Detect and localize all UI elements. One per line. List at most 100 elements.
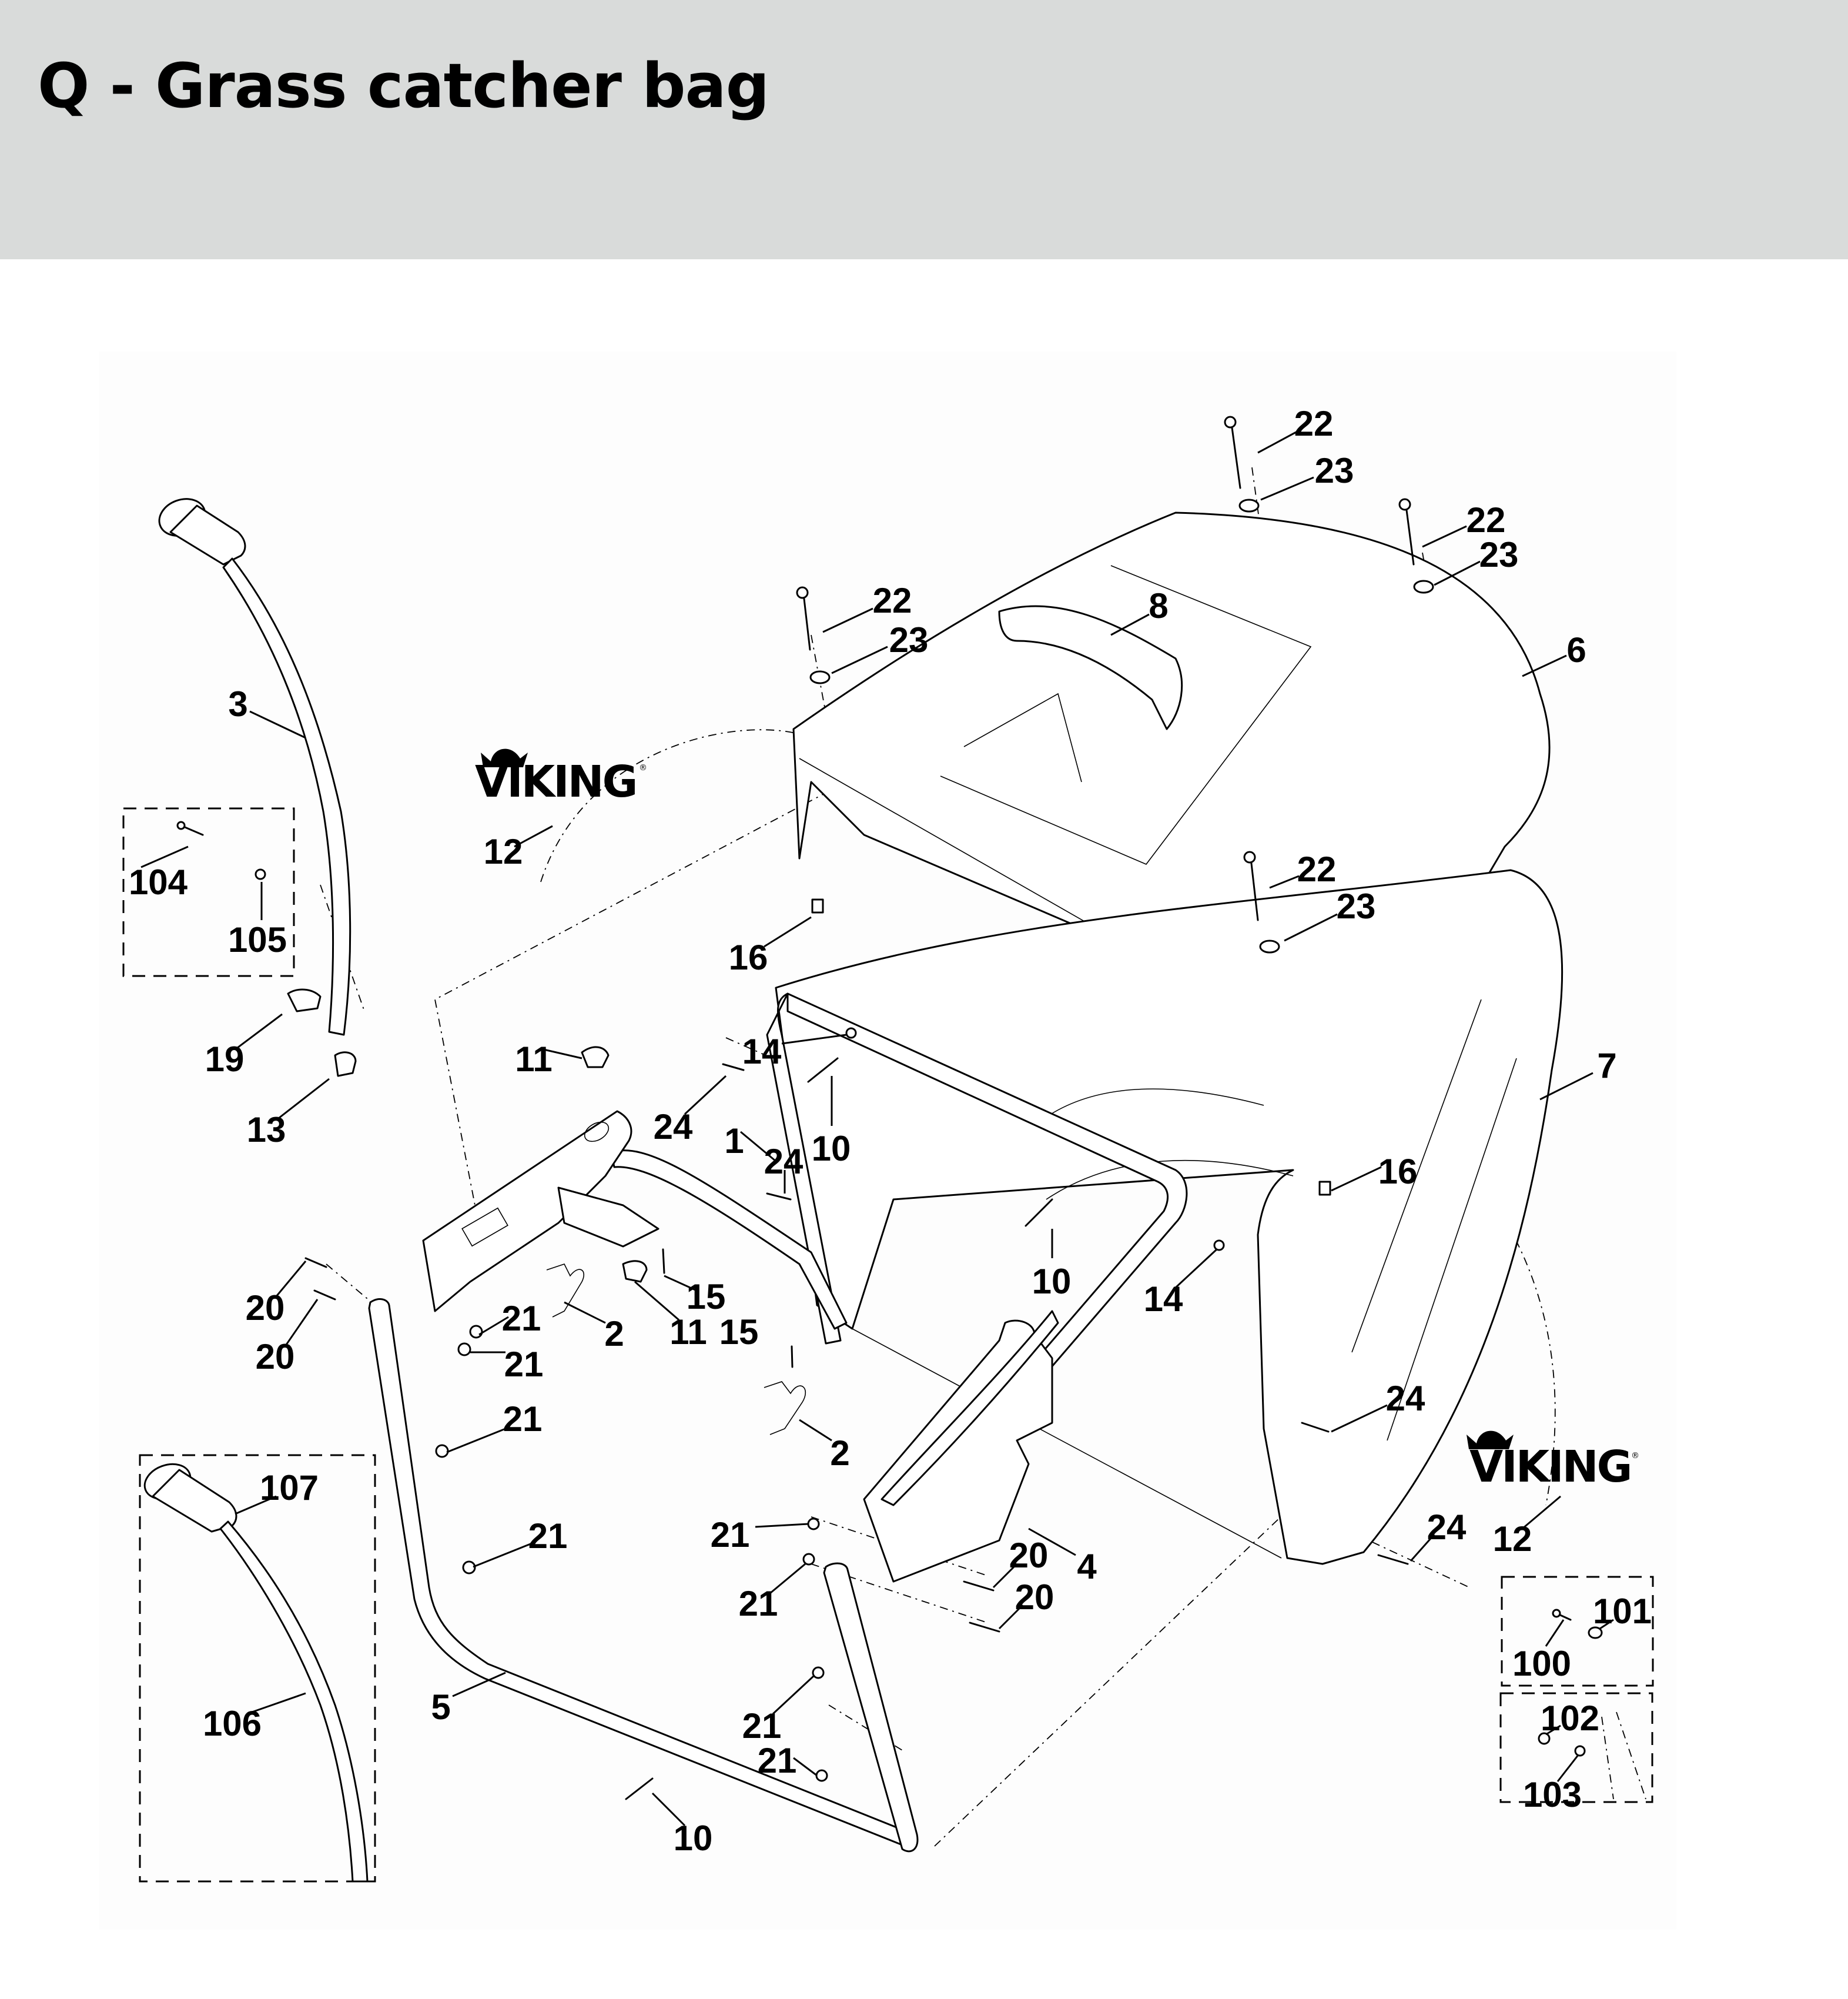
part-5-lower-frame: [368, 1298, 919, 1853]
leader-line: [1331, 1404, 1388, 1433]
leader-line: [992, 1563, 1018, 1589]
part-13-cap: [334, 1051, 357, 1077]
part-2-spring-right: [764, 1381, 806, 1435]
part-3-handle: [158, 498, 351, 1036]
part-106-107-handle-kit: [143, 1463, 369, 1883]
callout-24: 24: [1386, 1379, 1425, 1418]
leader-line: [564, 1301, 606, 1324]
callout-10: 10: [674, 1819, 713, 1858]
viking-logo-lower: VIKING ®: [1467, 1430, 1639, 1492]
page-title: Q - Grass catcher bag: [38, 50, 769, 122]
callout-23: 23: [889, 620, 929, 660]
leader-line: [543, 1048, 582, 1059]
leader-line: [740, 1131, 776, 1162]
callout-15: 15: [719, 1312, 759, 1352]
viking-logo-upper: VIKING ®: [475, 748, 647, 807]
callout-20: 20: [256, 1337, 295, 1376]
leader-line: [452, 1672, 506, 1697]
leader-line: [1422, 525, 1467, 548]
small-hardware: [287, 988, 806, 1435]
callout-4: 4: [1077, 1547, 1097, 1586]
registered-mark: ®: [1631, 1451, 1639, 1460]
callout-11: 11: [669, 1312, 707, 1352]
leader-line: [284, 1299, 319, 1347]
callout-2: 2: [830, 1433, 849, 1473]
callout-21: 21: [503, 1399, 543, 1439]
viking-helmet-icon: [1467, 1430, 1514, 1449]
callout-19: 19: [205, 1039, 245, 1079]
leader-line: [1434, 560, 1481, 586]
leader-line: [1260, 476, 1314, 501]
kit-box-104-105: [122, 807, 295, 977]
leader-line: [1522, 654, 1567, 677]
leader-line: [246, 1692, 306, 1715]
callout-103: 103: [1523, 1775, 1582, 1814]
callout-21: 21: [739, 1584, 778, 1623]
leader-line: [764, 916, 812, 948]
leader-lines: [140, 431, 1614, 1827]
callout-21: 21: [742, 1706, 782, 1746]
callout-13: 13: [247, 1110, 286, 1149]
leader-line: [793, 1757, 818, 1777]
callout-105: 105: [228, 920, 287, 960]
leader-line: [1539, 1072, 1593, 1101]
leader-line: [140, 845, 189, 868]
callout-7: 7: [1597, 1046, 1616, 1085]
callout-107: 107: [260, 1468, 319, 1507]
part-11-clip-lower: [622, 1260, 648, 1283]
callout-5: 5: [431, 1687, 450, 1727]
leader-line: [473, 1542, 533, 1568]
callout-24: 24: [1427, 1507, 1467, 1547]
callout-23: 23: [1479, 535, 1519, 574]
leader-line: [249, 710, 306, 739]
callout-2: 2: [604, 1314, 624, 1353]
leader-line: [1599, 1619, 1614, 1630]
kit-box-100-101: [1501, 1576, 1654, 1687]
part-4-bracket: [863, 1310, 1059, 1583]
callout-106: 106: [203, 1704, 262, 1743]
leader-line: [799, 1419, 832, 1442]
leader-line: [831, 646, 888, 674]
viking-logo-text: VIKING: [475, 757, 636, 807]
leader-line: [1028, 1527, 1076, 1556]
leader-line: [446, 1428, 506, 1453]
leader-line: [235, 1495, 277, 1515]
leader-line: [634, 1281, 679, 1321]
page-header: Q - Grass catcher bag: [0, 0, 1848, 259]
callout-24: 24: [654, 1107, 693, 1146]
leader-line: [235, 1013, 283, 1051]
registered-mark: ®: [639, 763, 647, 773]
leader-line: [781, 1034, 847, 1045]
part-7-bag-body: [775, 869, 1564, 1565]
callout-12: 12: [1493, 1519, 1532, 1559]
callout-8: 8: [1149, 586, 1168, 626]
kit-box-102-103: [1499, 1692, 1653, 1803]
callout-14: 14: [1144, 1279, 1183, 1319]
callout-16: 16: [1378, 1152, 1418, 1191]
leader-line: [1174, 1248, 1218, 1289]
leader-line: [769, 1563, 806, 1594]
part-11-clip-upper: [581, 1046, 610, 1068]
callout-10: 10: [812, 1129, 851, 1168]
leader-line: [1284, 913, 1338, 942]
callout-20: 20: [1015, 1577, 1054, 1617]
callout-21: 21: [528, 1516, 568, 1556]
leader-line: [1331, 1166, 1382, 1192]
leader-line: [772, 1674, 815, 1715]
callout-22: 22: [1294, 404, 1334, 443]
callout-21: 21: [758, 1741, 797, 1780]
part-19-clip: [287, 988, 322, 1012]
callout-15: 15: [687, 1277, 726, 1316]
callout-12: 12: [484, 832, 523, 871]
leader-line: [1545, 1619, 1565, 1647]
leader-line: [684, 1075, 727, 1115]
callout-6: 6: [1566, 630, 1586, 670]
leader-line: [1556, 1754, 1579, 1782]
fasteners: [176, 416, 1434, 1800]
leader-line: [755, 1523, 809, 1528]
callout-24: 24: [764, 1142, 804, 1181]
callout-104: 104: [129, 863, 188, 902]
viking-helmet-icon: [481, 748, 528, 767]
